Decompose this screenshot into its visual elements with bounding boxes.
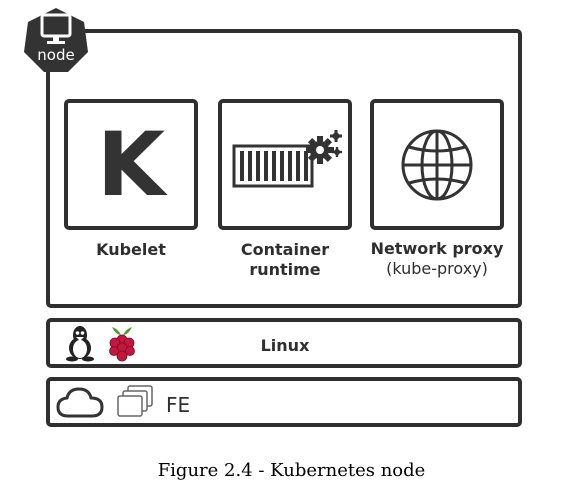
node-badge-label: node <box>37 46 75 64</box>
network-proxy-sublabel: (kube-proxy) <box>386 259 488 278</box>
monitor-icon <box>40 13 72 44</box>
container-runtime-label-1: Container <box>240 240 330 259</box>
kubelet-box <box>64 99 198 230</box>
kubelet-k-icon: K <box>96 113 166 216</box>
container-runtime-label-2: runtime <box>249 260 321 279</box>
tux-icon <box>66 326 94 362</box>
container-gear-icon <box>232 130 342 188</box>
vm-stack-icon <box>117 385 153 417</box>
cloud-icon <box>56 387 104 418</box>
globe-icon <box>401 129 473 201</box>
kubelet-label: Kubelet <box>96 240 166 259</box>
linux-label: Linux <box>260 336 310 355</box>
fe-label: FE <box>166 393 191 417</box>
node-badge <box>24 8 88 72</box>
figure-caption: Figure 2.4 - Kubernetes node <box>157 460 426 481</box>
network-proxy-label: Network proxy <box>370 239 504 258</box>
raspberry-pi-icon <box>109 327 135 362</box>
